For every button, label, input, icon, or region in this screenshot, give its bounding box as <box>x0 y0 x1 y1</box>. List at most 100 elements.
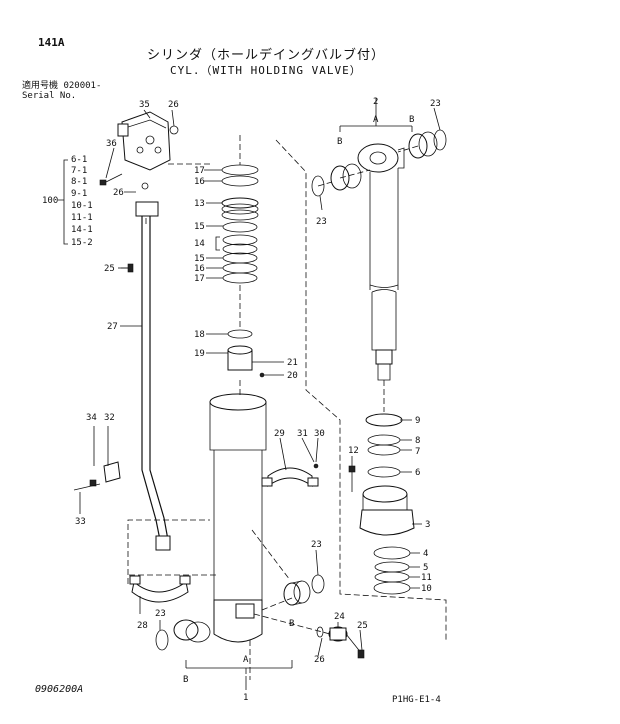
label-27: 27 <box>107 322 118 332</box>
group-100-brace <box>58 159 68 245</box>
document-number: 0906200A <box>35 684 84 695</box>
group-item-15-2: 15-2 <box>71 238 93 248</box>
piston-3 <box>359 485 415 536</box>
label-23-top-right: 23 <box>430 99 441 109</box>
group-item-10-1: 10-1 <box>71 201 93 211</box>
group-100-label: 100 <box>42 196 58 206</box>
title-japanese: シリンダ（ホールデイングバルブ付） <box>147 48 386 63</box>
bracket-28 <box>129 575 191 603</box>
bracket-ab-bottom <box>185 660 293 674</box>
rod-seal-rings <box>365 413 403 478</box>
bolt-30 <box>313 463 319 469</box>
title-english: CYL.（WITH HOLDING VALVE） <box>170 64 362 77</box>
label-6: 6 <box>415 468 420 478</box>
cylinder-tube <box>209 393 267 643</box>
group-item-14-1: 14-1 <box>71 225 93 235</box>
serial-label-en: Serial No. <box>22 91 77 101</box>
label-7: 7 <box>415 447 420 457</box>
nut-20 <box>259 372 265 378</box>
label-36: 36 <box>106 139 117 149</box>
o-ring-26 <box>141 182 149 190</box>
bushing-top-right <box>408 131 438 159</box>
label-23-lower-left: 23 <box>155 609 166 619</box>
marker-a-bottom: A <box>243 655 249 665</box>
label-29: 29 <box>274 429 285 439</box>
group-item-9-1: 9-1 <box>71 189 87 199</box>
label-11: 11 <box>421 573 432 583</box>
label-34: 34 <box>86 413 97 423</box>
pipe-27 <box>135 201 171 551</box>
label-30: 30 <box>314 429 325 439</box>
leader-lines <box>79 98 441 690</box>
label-2: 2 <box>373 97 378 107</box>
label-4: 4 <box>423 549 428 559</box>
bolt-12 <box>348 465 356 492</box>
label-33: 33 <box>75 517 86 527</box>
serial-value: 020001- <box>63 81 102 91</box>
group-item-6-1: 6-1 <box>71 155 87 165</box>
page-number: 141A <box>38 36 65 49</box>
marker-a-top: A <box>373 115 379 125</box>
bolt-36 <box>99 173 123 186</box>
pin-24 <box>316 626 365 659</box>
group-item-11-1: 11-1 <box>71 213 93 223</box>
serial-block: 適用号機 020001- Serial No. <box>22 81 101 101</box>
label-19: 19 <box>194 349 205 359</box>
marker-b-top-right: B <box>409 115 414 125</box>
ring-23-top-left <box>311 175 325 197</box>
holding-valve <box>117 111 179 171</box>
label-21: 21 <box>287 358 298 368</box>
label-3: 3 <box>425 520 430 530</box>
label-25-lower: 25 <box>357 621 368 631</box>
group-item-8-1: 8-1 <box>71 177 87 187</box>
label-10: 10 <box>421 584 432 594</box>
label-15-top: 15 <box>194 222 205 232</box>
bushing-lower-left <box>173 619 211 643</box>
bushing-top-left <box>330 163 362 191</box>
label-5: 5 <box>423 563 428 573</box>
part-14-brace <box>215 236 220 251</box>
label-12: 12 <box>348 446 359 456</box>
label-1: 1 <box>243 693 248 703</box>
pipe-clamp-29 <box>261 467 319 487</box>
label-8: 8 <box>415 436 420 446</box>
marker-b-bottom-left: B <box>183 675 188 685</box>
label-16-top: 16 <box>194 177 205 187</box>
label-9: 9 <box>415 416 420 426</box>
callout-labels: 35 26 36 26 25 27 34 32 33 28 23 23 17 1… <box>42 97 441 703</box>
serial-label-jp: 適用号機 <box>22 81 59 91</box>
label-18: 18 <box>194 330 205 340</box>
label-26-lower: 26 <box>314 655 325 665</box>
gland-19 <box>227 345 253 371</box>
label-17-bottom: 17 <box>194 274 205 284</box>
label-23-top-left: 23 <box>316 217 327 227</box>
label-23-lower-right: 23 <box>311 540 322 550</box>
assembly-lines <box>127 135 447 680</box>
label-17-top: 17 <box>194 166 205 176</box>
label-14: 14 <box>194 239 205 249</box>
label-20: 20 <box>287 371 298 381</box>
label-28: 28 <box>137 621 148 631</box>
label-31: 31 <box>297 429 308 439</box>
ring-23-top-right <box>433 129 447 151</box>
piston-rings <box>373 546 411 595</box>
clamp-32 <box>73 461 121 491</box>
bracket-ab-top <box>339 108 413 132</box>
label-32: 32 <box>104 413 115 423</box>
group-item-7-1: 7-1 <box>71 166 87 176</box>
bushing-lower-right <box>283 580 311 606</box>
label-25-upper: 25 <box>104 264 115 274</box>
marker-b-bottom-right: B <box>289 619 294 629</box>
label-35: 35 <box>139 100 150 110</box>
figure-code: P1HG-E1-4 <box>392 695 441 705</box>
label-24: 24 <box>334 612 345 622</box>
marker-b-top-left: B <box>337 137 342 147</box>
rod-assembly <box>357 143 405 381</box>
label-15-bottom: 15 <box>194 254 205 264</box>
label-16-bottom: 16 <box>194 264 205 274</box>
ring-23-left <box>155 629 169 651</box>
label-26-top: 26 <box>168 100 179 110</box>
label-26-mid: 26 <box>113 188 124 198</box>
ring-23-right <box>311 574 325 594</box>
